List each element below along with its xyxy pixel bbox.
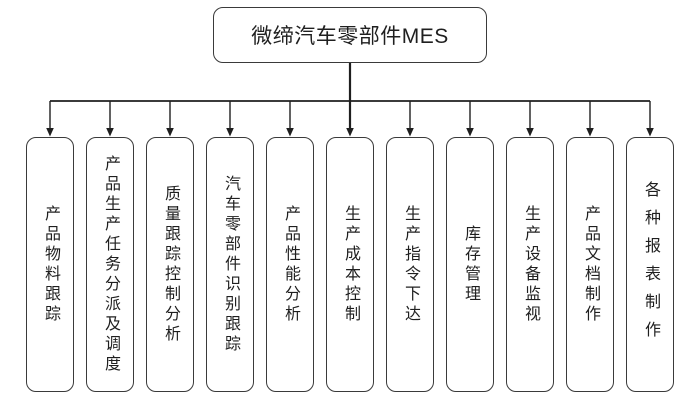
module-label: 生产设备监视 [522,204,539,325]
arrowhead-icon [466,128,474,137]
root-node-label: 微缔汽车零部件MES [251,25,449,48]
module-label: 产品文档制作 [582,204,599,325]
arrowhead-icon [226,128,234,137]
module-box: 产品生产任务分派及调度 [86,137,134,392]
module-label: 生产成本控制 [342,204,359,325]
module-box: 产品物料跟踪 [26,137,74,392]
module-label: 产品生产任务分派及调度 [102,154,119,375]
module-row: 产品物料跟踪 产品生产任务分派及调度 质量跟踪控制分析 汽车零部件识别跟踪 产品… [26,137,674,392]
arrowhead-icon [46,128,54,137]
module-box: 各种报表制作 [626,137,674,392]
arrowhead-icon [526,128,534,137]
module-box: 生产设备监视 [506,137,554,392]
module-box: 质量跟踪控制分析 [146,137,194,392]
module-label: 生产指令下达 [402,204,419,325]
module-label: 质量跟踪控制分析 [162,184,179,345]
module-box: 产品性能分析 [266,137,314,392]
module-label: 各种报表制作 [642,180,659,349]
module-box: 汽车零部件识别跟踪 [206,137,254,392]
arrowhead-icon [406,128,414,137]
module-label: 汽车零部件识别跟踪 [222,174,239,355]
module-box: 库存管理 [446,137,494,392]
module-box: 生产指令下达 [386,137,434,392]
arrowhead-icon [106,128,114,137]
arrowhead-icon [586,128,594,137]
module-label: 库存管理 [462,224,479,305]
arrowhead-icon [286,128,294,137]
module-label: 产品性能分析 [282,204,299,325]
arrowhead-icon [646,128,654,137]
arrowhead-icon [346,128,354,137]
root-node: 微缔汽车零部件MES [213,7,487,63]
module-box: 产品文档制作 [566,137,614,392]
arrowhead-icon [166,128,174,137]
module-box: 生产成本控制 [326,137,374,392]
module-label: 产品物料跟踪 [42,204,59,325]
